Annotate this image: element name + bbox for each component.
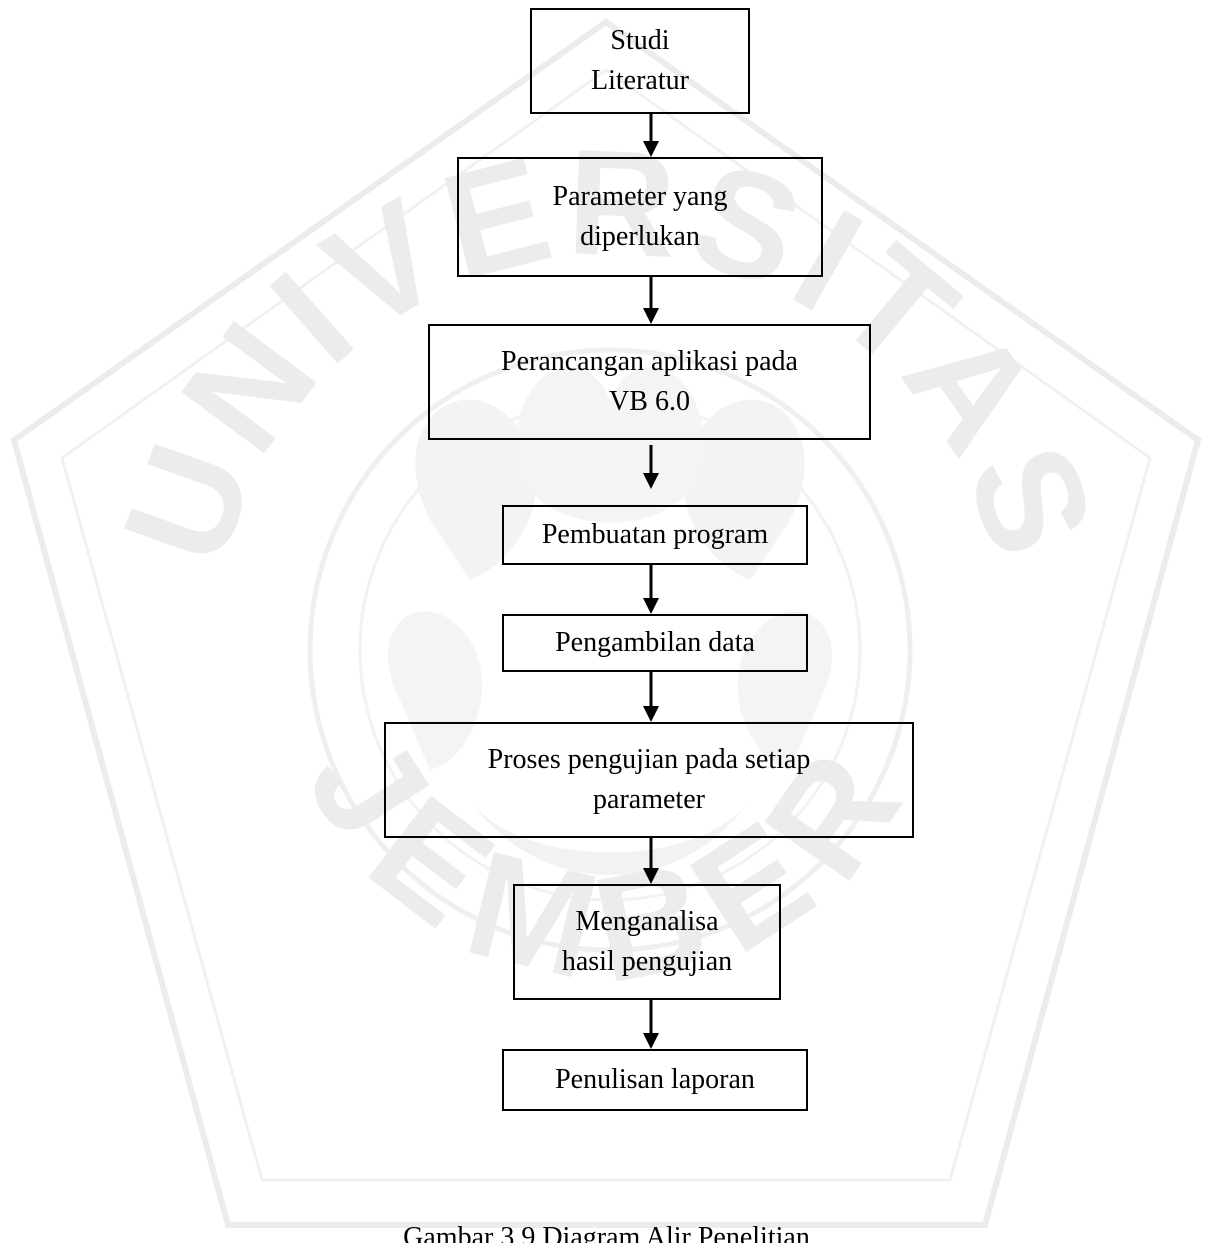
step-label-line: Parameter yang	[552, 181, 728, 212]
step-label-line: hasil pengujian	[561, 946, 733, 977]
step-proses-pengujian: Proses pengujian pada setiap parameter	[384, 722, 914, 838]
step-label-line: diperlukan	[580, 221, 700, 252]
step-label-line: parameter	[593, 784, 705, 815]
step-label-line: Studi	[610, 25, 670, 56]
step-label-line: Penulisan laporan	[555, 1064, 755, 1095]
step-parameter-yang-diperlukan: Parameter yang diperlukan	[457, 157, 823, 277]
step-menganalisa-hasil: Menganalisa hasil pengujian	[513, 884, 781, 1000]
step-label-line: Pembuatan program	[541, 519, 769, 550]
step-label-line: Proses pengujian pada setiap	[487, 744, 811, 775]
step-perancangan-aplikasi: Perancangan aplikasi pada VB 6.0	[428, 324, 871, 440]
step-label-line: Pengambilan data	[555, 627, 755, 658]
step-label-line: Literatur	[591, 65, 689, 96]
step-label-line: Perancangan aplikasi pada	[501, 346, 798, 377]
step-penulisan-laporan: Penulisan laporan	[502, 1049, 808, 1111]
step-studi-literatur: Studi Literatur	[530, 8, 750, 114]
step-label-line: VB 6.0	[609, 386, 690, 417]
step-label-line: Menganalisa	[575, 906, 719, 937]
step-pembuatan-program: Pembuatan program	[502, 505, 808, 565]
figure-caption: Gambar 3.9 Diagram Alir Penelitian	[403, 1222, 810, 1243]
step-pengambilan-data: Pengambilan data	[502, 614, 808, 672]
